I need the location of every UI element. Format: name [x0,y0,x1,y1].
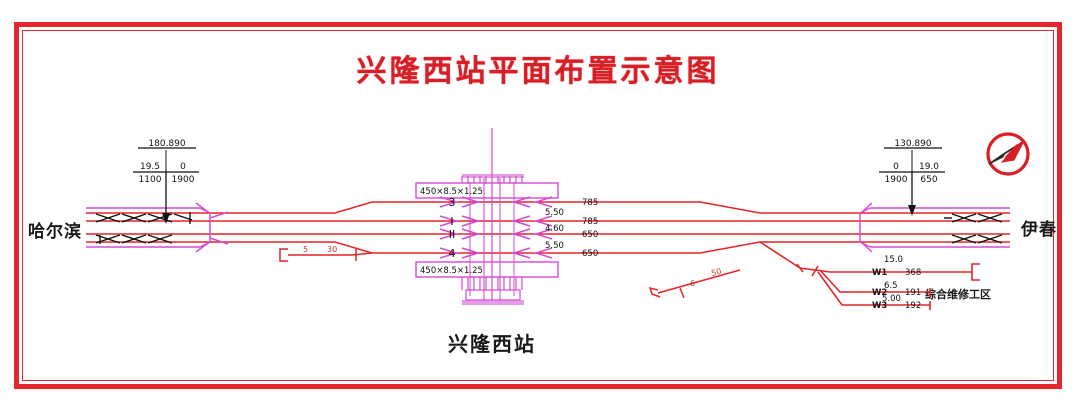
maintenance-offset-2: 6.5 [884,281,898,291]
maintenance-area-label: 综合维修工区 [925,288,991,301]
milepost-left-lower-left: 1100 [139,175,162,185]
milepost-left-lower-right: 1900 [172,175,195,185]
track-length-3: 785 [582,198,598,208]
siding-left-dim-b: 30 [327,245,337,254]
maintenance-track-name-w2: W2 [872,288,887,298]
milepost-right-chainage: 130.890 [894,139,931,149]
maintenance-track-length-w1: 368 [905,268,921,278]
track-spacing-3-I: 5.50 [545,208,564,218]
maintenance-offset-1: 15.0 [884,255,903,265]
sheet-border-inner [22,30,1054,381]
track-number-I: I [450,215,453,228]
track-spacing-I-II: 4.60 [545,224,564,234]
maintenance-track-length-w3: 192 [905,301,921,311]
sheet-border-outer [14,22,1062,389]
track-length-I: 785 [582,217,598,227]
throat-left [86,202,229,253]
platform-lower [415,261,559,305]
track-number-II: II [449,228,456,241]
milepost-left-chainage: 180.890 [148,139,185,149]
platform-upper [415,174,559,199]
siding-left-dim-a: 5 [303,245,308,254]
milepost-right-upper-left: 0 [893,162,899,172]
siding-right-dim-a: 6 [690,279,695,288]
platform-lower-spec: 450×8.5×1.25 [420,266,483,276]
track-number-3: 3 [449,196,456,209]
north-arrow-icon [986,132,1030,176]
siding-right [648,269,741,299]
track-length-II: 650 [582,230,598,240]
maintenance-area-tracks [759,241,980,310]
track-line-3 [86,201,1010,214]
milepost-right-upper-right: 19.0 [919,162,939,172]
maintenance-offset-3: 5.00 [882,294,901,304]
track-spacing-II-4: 5.50 [545,241,564,251]
milepost-right-lower-left: 1900 [885,175,908,185]
milepost-marker-right: 130.890 0 19.0 1900 650 [879,139,945,216]
page-title: 兴隆西站平面布置示意图 [356,54,720,89]
direction-label-right: 伊春 [1021,220,1057,240]
station-name-label: 兴隆西站 [448,332,536,356]
turnout-cluster-center [439,128,553,300]
siding-left [279,248,373,262]
turnout-group-right [944,213,1003,244]
milepost-right-lower-right: 650 [920,175,937,185]
maintenance-track-name-w3: W3 [872,301,887,311]
track-number-4: 4 [449,247,456,260]
maintenance-track-length-w2: 191 [905,288,921,298]
platform-upper-spec: 450×8.5×1.25 [420,187,483,197]
track-length-4: 650 [582,249,598,259]
siding-right-dim-b: 50 [710,267,722,278]
turnout-group-left [95,212,193,244]
throat-right [859,202,1010,253]
milepost-left-upper-left: 19.5 [140,162,160,172]
milepost-left-upper-right: 0 [180,162,186,172]
maintenance-track-name-w1: W1 [872,268,887,278]
milepost-marker-left: 180.890 19.5 0 1100 1900 [133,139,199,224]
direction-label-left: 哈尔滨 [28,222,82,242]
